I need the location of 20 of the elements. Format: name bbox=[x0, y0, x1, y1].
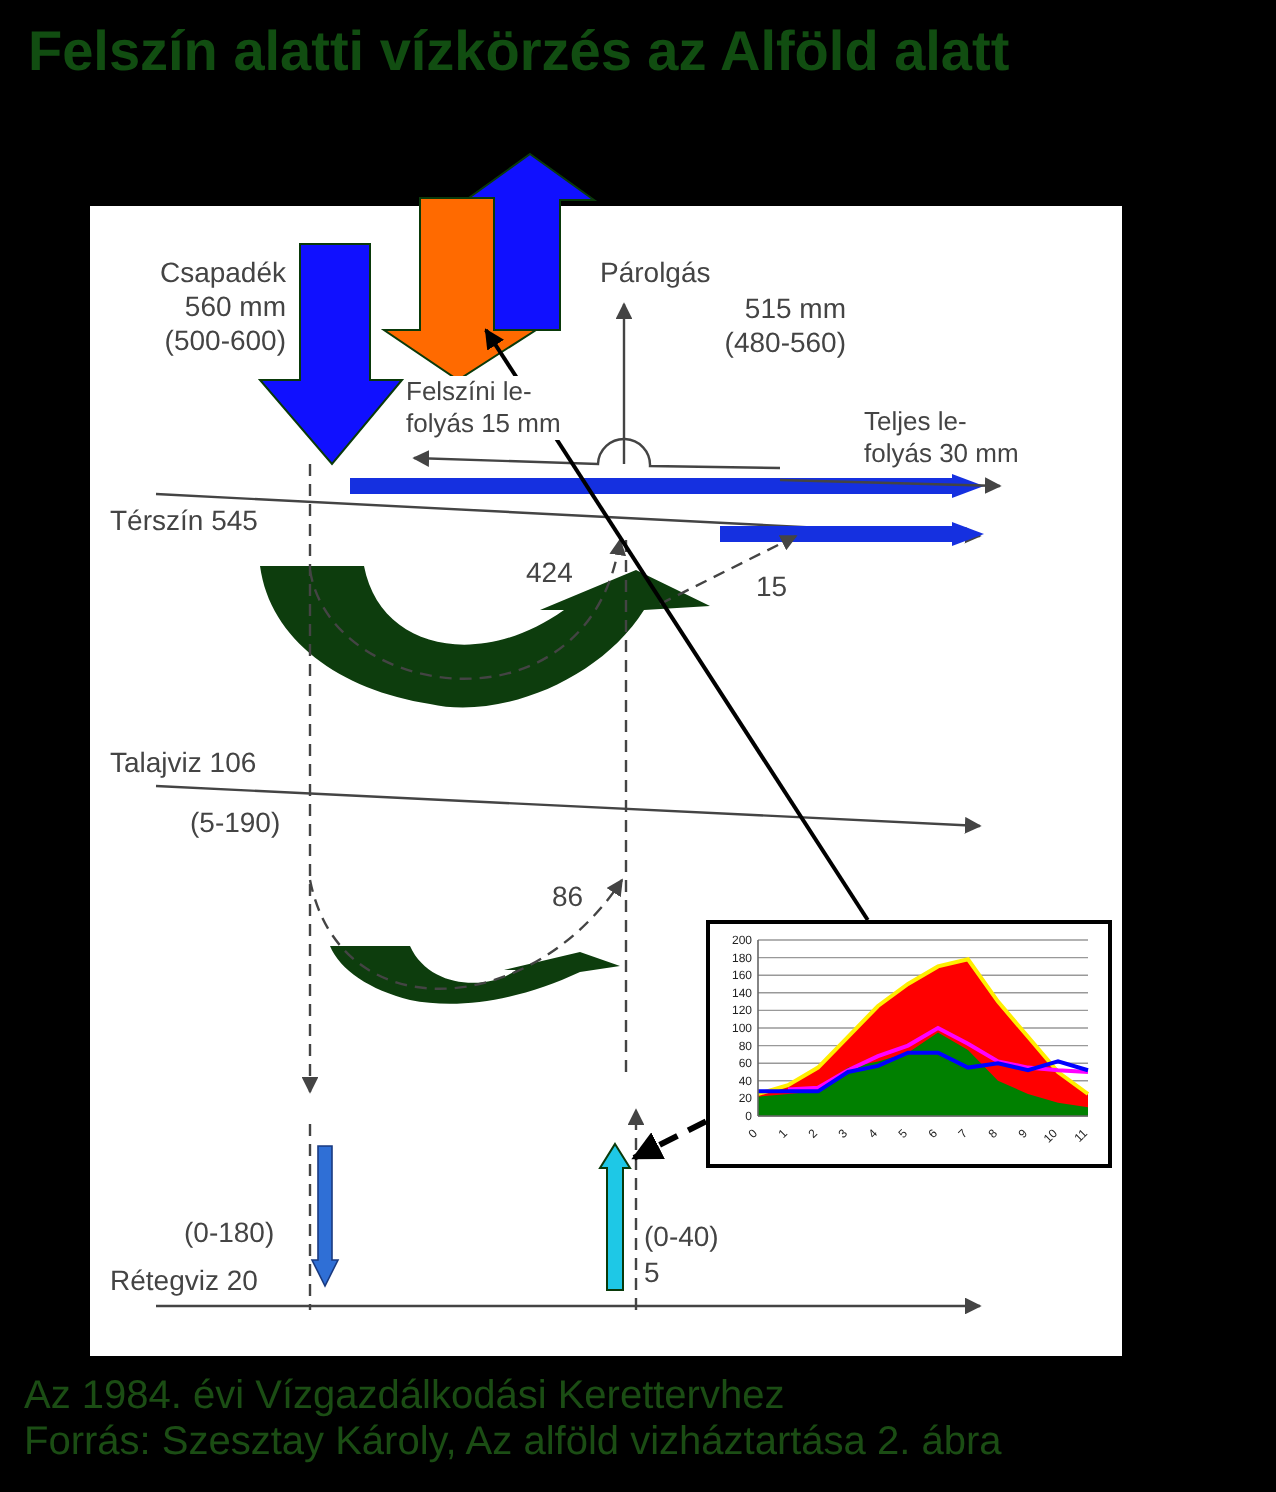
diagram-label: (5-190) bbox=[190, 806, 281, 840]
diagram-label: 515 mm (480-560) bbox=[722, 292, 846, 360]
diagram-label: Talajviz 106 bbox=[110, 746, 257, 780]
diagram-label: (0-40) bbox=[644, 1220, 719, 1254]
diagram-label: Térszín 545 bbox=[110, 504, 258, 538]
diagram-label: Párolgás bbox=[600, 256, 711, 290]
diagram-label: Rétegviz 20 bbox=[110, 1264, 258, 1298]
leader-line bbox=[484, 328, 870, 922]
diagram-label: Teljes le- folyás 30 mm bbox=[864, 406, 1021, 470]
title: Felszín alatti vízkörzés az Alföld alatt bbox=[28, 20, 1010, 84]
dashed-pointer-arrow bbox=[631, 1118, 708, 1161]
diagram-label: Csapadék 560 mm (500-600) bbox=[157, 256, 286, 358]
diagram-label: 5 bbox=[644, 1256, 660, 1290]
diagram-label: (0-180) bbox=[184, 1216, 275, 1250]
chart-frame bbox=[706, 920, 1112, 1168]
diagram-label: 424 bbox=[526, 556, 573, 590]
diagram-label: 15 bbox=[756, 570, 788, 604]
source-note: Forrás: Szesztay Károly, Az alföld vizháztartása 2. ábra bbox=[24, 1420, 1002, 1466]
diagram-label: 86 bbox=[552, 880, 584, 914]
caption: Az 1984. évi Vízgazdálkodási Kerettervhez bbox=[24, 1374, 785, 1420]
